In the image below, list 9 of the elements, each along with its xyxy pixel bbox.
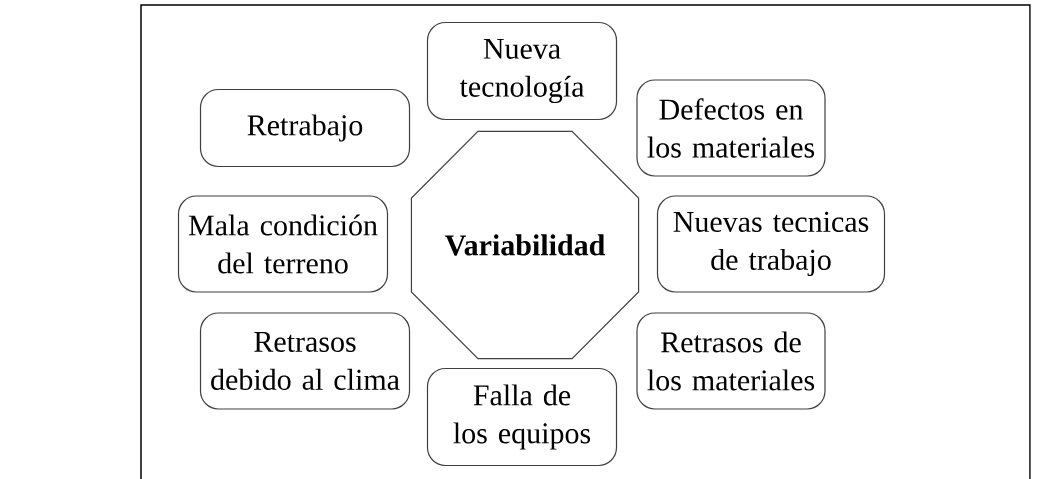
rounded-box: Retrasos debido al clima: [199, 312, 411, 410]
octagon: Variabilidad: [410, 130, 640, 360]
rounded-box: Mala condición del terreno: [177, 195, 389, 293]
rounded-box: Retrasos de los materiales: [636, 312, 826, 410]
rounded-box: Nuevas tecnicas de trabajo: [656, 195, 886, 293]
rounded-box: Falla de los equipos: [426, 367, 618, 467]
rounded-box: Defectos en los materiales: [636, 79, 826, 177]
rounded-box: Nueva tecnología: [426, 21, 618, 121]
rounded-box: Retrabajo: [199, 88, 411, 168]
